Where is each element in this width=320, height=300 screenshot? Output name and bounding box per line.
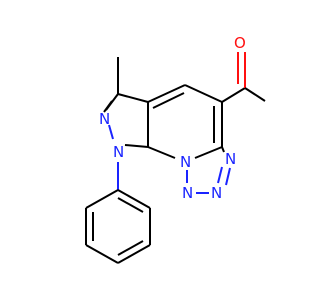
atom-o-aldehyde: O [234,34,246,52]
atom-n-pyrazole-1: N [113,143,124,161]
atom-n-pyrazole-2: N [99,110,110,128]
bond-n1-c7a [124,144,149,148]
bond-ntet-b-ntet-a [225,167,231,186]
bond-cho-h [244,87,266,102]
atom-n-tetrazole-a: N [225,150,236,168]
bond-n2-n1 [108,124,114,140]
bond-ph-inner-b [117,240,144,256]
bond-c3-c3a [117,93,149,103]
atom-n-tetrazole-b: N [211,184,222,202]
atom-n-tetrazole-c: N [182,184,193,202]
bond-ph-inner-a [117,197,144,213]
bond-ph-3-4 [117,244,151,264]
atom-n-tetrazole-bridge: N [180,153,191,171]
bond-c5a-ntet-a [221,146,225,153]
bond-ph-1-2 [117,189,151,209]
bond-c5a-nbridge [194,146,223,159]
molecule-structure: N N N N N N O [85,34,266,264]
bond-c3a-c4-inner [152,92,185,109]
bond-c4-c5 [184,84,223,103]
bond-ntet-b-ntet-a-inner [217,166,223,184]
bond-c5-cho [221,87,246,103]
bond-c3-n2-inner [103,100,113,113]
bond-ph-6-1 [85,189,119,209]
bond-c3a-c4 [147,84,186,103]
bond-c7a-nbridge [147,146,176,159]
bond-ph-4-5 [85,244,119,264]
